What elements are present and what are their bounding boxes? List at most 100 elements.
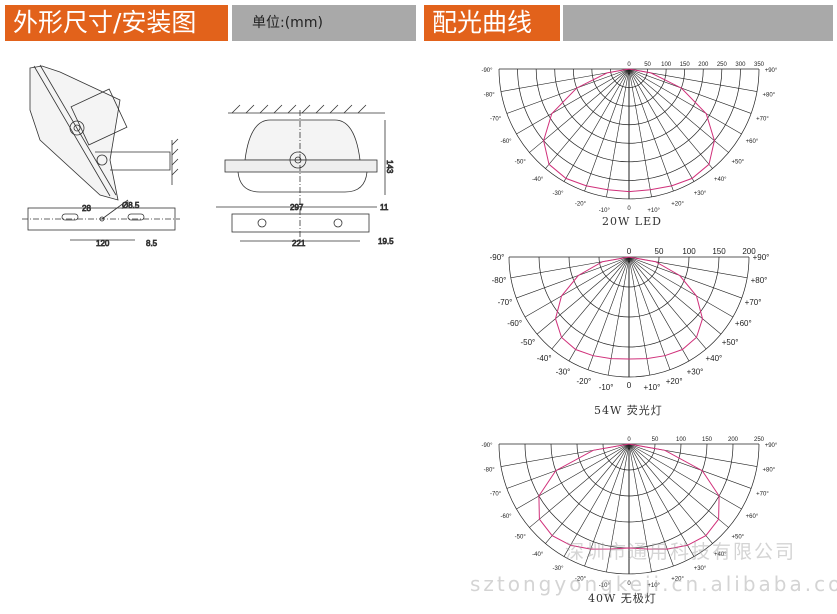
radial-tick-label: 250 (754, 437, 765, 443)
radial-tick-label: 100 (661, 62, 672, 68)
radial-tick-label: 200 (728, 437, 739, 443)
angle-label-right: +60° (746, 514, 759, 520)
angle-label-left: -90° (481, 443, 493, 449)
angle-label-right: +90° (753, 253, 770, 262)
intensity-curve (554, 256, 704, 360)
radial-tick-label: 0 (627, 62, 631, 68)
dim-phi: Ø8.5 (122, 201, 140, 210)
polar-spoke (628, 256, 742, 299)
angle-label-right: +80° (763, 93, 776, 99)
angle-label-left: -30° (552, 191, 564, 197)
polar-spoke (628, 68, 742, 135)
chart-caption-2: 54W 荧光灯 (594, 404, 663, 417)
radial-tick-label: 350 (754, 62, 765, 68)
dim-19-5: 19.5 (378, 237, 394, 246)
radial-tick-label: 200 (698, 62, 709, 68)
dim-11: 11 (380, 203, 389, 212)
polar-spoke (628, 443, 742, 510)
radial-tick-label: 150 (702, 437, 713, 443)
polar-spoke (628, 68, 713, 169)
chart-caption-1: 20W LED (602, 215, 662, 228)
light-curve-title: 配光曲线 (424, 5, 560, 41)
radial-tick-label: 0 (627, 247, 632, 256)
angle-label-left: -60° (500, 514, 512, 520)
angle-label-left: -50° (515, 534, 527, 540)
angle-label-left: -80° (484, 468, 496, 474)
radial-tick-label: 200 (742, 247, 756, 256)
polar-spoke (524, 256, 630, 318)
polar-spoke (536, 256, 630, 335)
polar-spoke (563, 68, 630, 182)
watermark-url: sztongyongkeji.cn.alibaba.com (470, 572, 837, 596)
angle-label-left: -30° (552, 566, 564, 572)
polar-spoke (628, 443, 674, 567)
intensity-curve (543, 68, 715, 193)
angle-label-left: -70° (490, 117, 502, 123)
angle-label-right: +80° (763, 468, 776, 474)
polar-spoke (529, 68, 630, 153)
watermark-company: 深圳市通用科技有限公司 (565, 541, 797, 563)
radial-tick-label: 100 (682, 247, 696, 256)
polar-spoke (606, 68, 630, 198)
radial-tick-label: 50 (655, 247, 664, 256)
polar-spoke (568, 256, 630, 362)
angle-label-right: +80° (751, 276, 768, 285)
dim-297: 297 (290, 203, 304, 212)
angle-label-right: +50° (731, 534, 744, 540)
angle-label-left: -80° (492, 276, 507, 285)
angle-label-left: -10° (599, 208, 611, 214)
angle-label-right: +60° (746, 139, 759, 145)
angle-label-left: -10° (599, 383, 614, 392)
angle-label-right: +30° (694, 566, 707, 572)
polar-spoke (529, 443, 630, 528)
polar-spoke (628, 256, 651, 376)
radial-tick-label: 150 (680, 62, 691, 68)
polar-spoke (628, 256, 690, 362)
radial-tick-label: 50 (644, 62, 651, 68)
polar-spoke (628, 68, 729, 153)
angle-label-right: +70° (745, 298, 762, 307)
polar-spoke (628, 443, 652, 573)
installation-drawing: 28 Ø8.5 120 8.5 297 143 11 221 19.5 (22, 64, 395, 248)
angle-label-right: +40° (714, 177, 727, 183)
angle-label-right: +20° (666, 377, 683, 386)
dim-143: 143 (385, 160, 394, 174)
front-view-lamp (216, 104, 386, 242)
radial-tick-label: 250 (717, 62, 728, 68)
polar-spoke (628, 443, 713, 544)
polar-spoke (506, 68, 630, 114)
radial-tick-label: 300 (735, 62, 746, 68)
dim-28: 28 (82, 204, 91, 213)
angle-label-right: +70° (756, 492, 769, 498)
angle-label-left: -90° (490, 253, 505, 262)
polar-spoke (628, 68, 695, 182)
angle-label-zero: 0 (627, 581, 631, 587)
radial-tick-label: 0 (627, 437, 631, 443)
dim-120: 120 (96, 239, 110, 248)
dimensions-title: 外形尺寸/安装图 (5, 5, 228, 41)
polar-spoke (628, 68, 752, 114)
polar-spoke (628, 443, 729, 528)
side-view-lamp (29, 64, 179, 201)
angle-label-left: -60° (507, 319, 522, 328)
angle-label-left: -30° (556, 367, 571, 376)
header-bar (563, 5, 833, 41)
angle-label-left: -90° (481, 68, 493, 74)
angle-label-left: -20° (576, 377, 591, 386)
radial-tick-label: 150 (712, 247, 726, 256)
angle-label-right: +70° (756, 117, 769, 123)
polar-spoke (607, 256, 630, 376)
polar-spoke (545, 68, 630, 169)
angle-label-right: +50° (731, 159, 744, 165)
polar-spoke (628, 68, 652, 198)
angle-label-right: +90° (765, 68, 778, 74)
angle-label-zero: 0 (627, 381, 632, 390)
angle-label-right: +90° (765, 443, 778, 449)
angle-label-right: +30° (687, 367, 704, 376)
intensity-curve (538, 443, 720, 550)
polar-spoke (628, 256, 734, 318)
angle-label-left: -80° (484, 93, 496, 99)
angle-label-zero: 0 (627, 206, 631, 212)
